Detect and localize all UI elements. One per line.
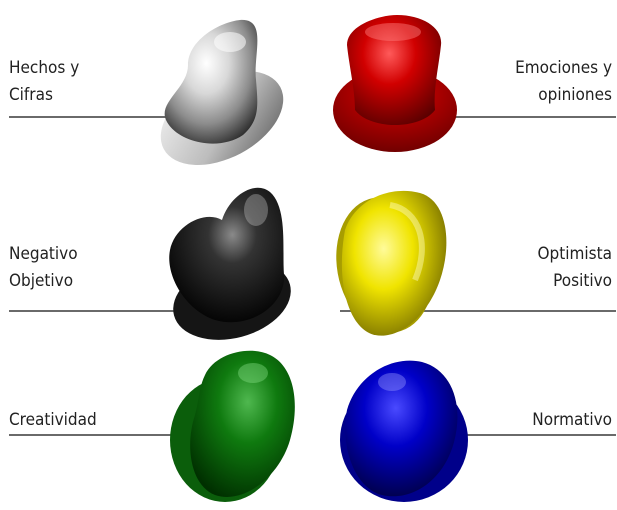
black-hat-label-line-1: Negativo [9,244,78,264]
yellow-hat-label-line-1: Optimista [537,244,612,264]
row-2-divider-left [9,310,229,312]
white-hat-icon [160,19,284,165]
green-hat-label: Creatividad [9,407,97,434]
red-hat-label-line-2: opiniones [538,85,612,105]
row-3-divider-right [440,434,616,436]
blue-hat-label: Normativo [532,407,612,434]
green-hat-icon [170,350,295,502]
white-hat-label: Hechos y Cifras [9,55,79,109]
blue-hat-icon [340,360,468,502]
row-1-divider-left [9,116,201,118]
red-hat-icon [333,15,457,152]
green-hat-label-line-1: Creatividad [9,410,97,430]
row-3-divider-left [9,434,184,436]
row-2-divider-right [340,310,616,312]
row-1-divider-right [335,116,616,118]
white-hat-label-line-2: Cifras [9,85,53,105]
yellow-hat-label: Optimista Positivo [538,241,612,295]
black-hat-label-line-2: Objetivo [9,271,74,291]
red-hat-label: Emociones y opiniones [515,55,612,109]
blue-hat-label-line-1: Normativo [532,410,612,430]
yellow-hat-label-line-2: Positivo [553,271,612,291]
black-hat-label: Negativo Objetivo [9,241,78,295]
red-hat-label-line-1: Emociones y [515,58,612,78]
yellow-hat-icon [336,190,447,336]
white-hat-label-line-1: Hechos y [9,58,80,78]
black-hat-icon [169,187,291,340]
